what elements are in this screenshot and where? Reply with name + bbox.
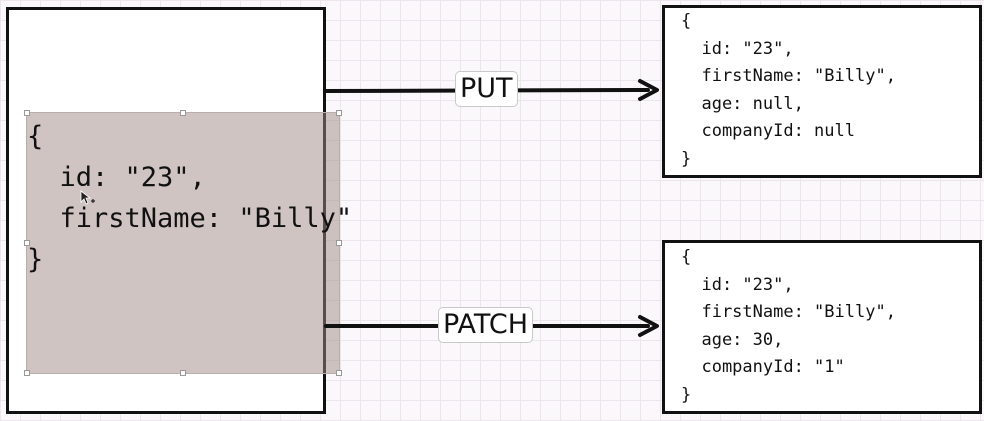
- patch-result-code: { id: "23", firstName: "Billy", age: 30,…: [681, 247, 896, 405]
- resize-handle[interactable]: [24, 110, 30, 116]
- patch-label: PATCH: [438, 307, 533, 343]
- resize-handle[interactable]: [24, 370, 30, 376]
- patch-result-box[interactable]: [662, 240, 982, 414]
- put-label: PUT: [455, 71, 518, 107]
- move-cursor-icon: [80, 190, 95, 205]
- resize-handle[interactable]: [336, 240, 342, 246]
- resize-handle[interactable]: [24, 240, 30, 246]
- resize-handle[interactable]: [336, 110, 342, 116]
- resize-handle[interactable]: [180, 370, 186, 376]
- put-result-box[interactable]: [662, 5, 982, 178]
- put-result-code: { id: "23", firstName: "Billy", age: nul…: [681, 11, 896, 169]
- selection-overlay[interactable]: [24, 110, 342, 376]
- resize-handle[interactable]: [180, 110, 186, 116]
- source-object-code: { id: "23", firstName: "Billy" }: [27, 121, 353, 275]
- resize-handle[interactable]: [336, 370, 342, 376]
